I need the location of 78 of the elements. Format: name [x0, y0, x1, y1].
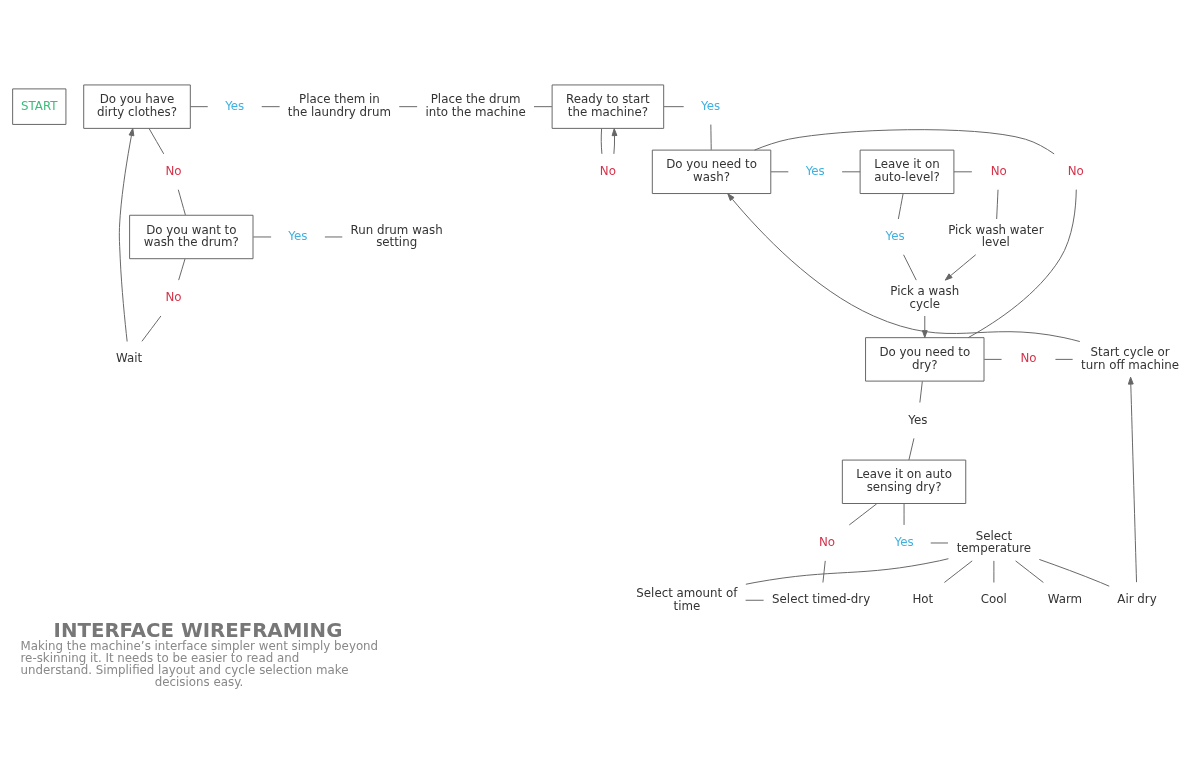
node-text: Warm [1047, 591, 1083, 606]
node-text: Pick wash water level [948, 222, 1044, 249]
node-text: No [819, 534, 836, 549]
connector [663, 105, 685, 107]
node-box: Do you need to dry? [865, 336, 985, 382]
node-text: Yes [701, 98, 721, 113]
node-box: Leave it on auto-level? [859, 149, 955, 194]
node-box: Ready to start the machine? [551, 83, 665, 129]
node-text: No [1067, 163, 1084, 178]
caption: Making the machine’s interface simpler went simply beyond re-skinning it. It needs to be easier to read and understand. Simplified layout and cycle selection make decisions easy. [20, 638, 379, 689]
connector [943, 559, 973, 583]
connector [261, 105, 281, 107]
node-text: Cool [980, 591, 1007, 606]
node-text: Select timed-dry [772, 591, 871, 606]
node-text: Hot [912, 591, 934, 606]
arrow [944, 253, 977, 281]
connector [908, 437, 915, 460]
node-box: Do you need to wash? [651, 149, 772, 194]
connector [903, 502, 905, 525]
connector [822, 559, 826, 583]
node-text: Yes [225, 98, 245, 113]
node-text: Pick a wash cycle [890, 283, 960, 311]
arrow [921, 315, 928, 338]
node-box: Do you have dirty clothes? [83, 83, 191, 129]
connector [148, 127, 165, 154]
connector [930, 542, 949, 543]
connector [1015, 559, 1044, 583]
node-text: No [1020, 350, 1037, 365]
node-text: Place them in the laundry drum [287, 91, 391, 119]
node-text: Yes [894, 534, 914, 549]
node-text: Select amount of time [636, 585, 738, 613]
connector [996, 188, 999, 219]
arrow [727, 192, 1081, 342]
connector [178, 258, 186, 281]
connector [745, 557, 949, 585]
connector [710, 123, 712, 150]
node-text: Air dry [1117, 591, 1157, 606]
connector [141, 315, 162, 342]
node-text: Yes [885, 228, 905, 243]
connector [983, 358, 1003, 360]
node-text: Yes [908, 412, 928, 427]
connector [533, 105, 553, 107]
node-text: No [165, 289, 182, 304]
connector [1054, 358, 1074, 360]
connector [967, 188, 1077, 338]
connector [903, 253, 917, 281]
connector [897, 192, 904, 220]
connector [993, 559, 995, 583]
connector [745, 599, 765, 601]
node-box: Leave it on auto sensing dry? [841, 459, 967, 504]
arrow [118, 127, 135, 342]
arrow [611, 127, 618, 154]
connector [1038, 558, 1110, 587]
connector [398, 105, 418, 107]
connector [324, 235, 343, 237]
connector [754, 128, 1055, 154]
node-text: Select temperature [956, 528, 1032, 555]
node-text: Run drum wash setting [350, 222, 443, 249]
node-text: Start cycle or turn off machine [1081, 344, 1180, 372]
node-text: No [599, 163, 616, 178]
node-text: Wait [116, 350, 143, 365]
node-box: Do you want to wash the drum? [129, 214, 254, 259]
connector [953, 170, 973, 172]
connector [600, 127, 603, 154]
connector [770, 170, 789, 172]
connector [919, 380, 923, 403]
connector [848, 502, 878, 525]
connector [177, 188, 186, 215]
connector [189, 105, 209, 107]
connector [841, 170, 861, 172]
node-text: No [990, 163, 1007, 178]
connector [252, 235, 272, 237]
node-text: No [165, 163, 182, 178]
node-box: START [12, 87, 67, 125]
node-text: Place the drum into the machine [425, 91, 526, 119]
arrow [1127, 376, 1138, 583]
node-text: Yes [805, 163, 825, 178]
node-text: Yes [288, 228, 308, 243]
